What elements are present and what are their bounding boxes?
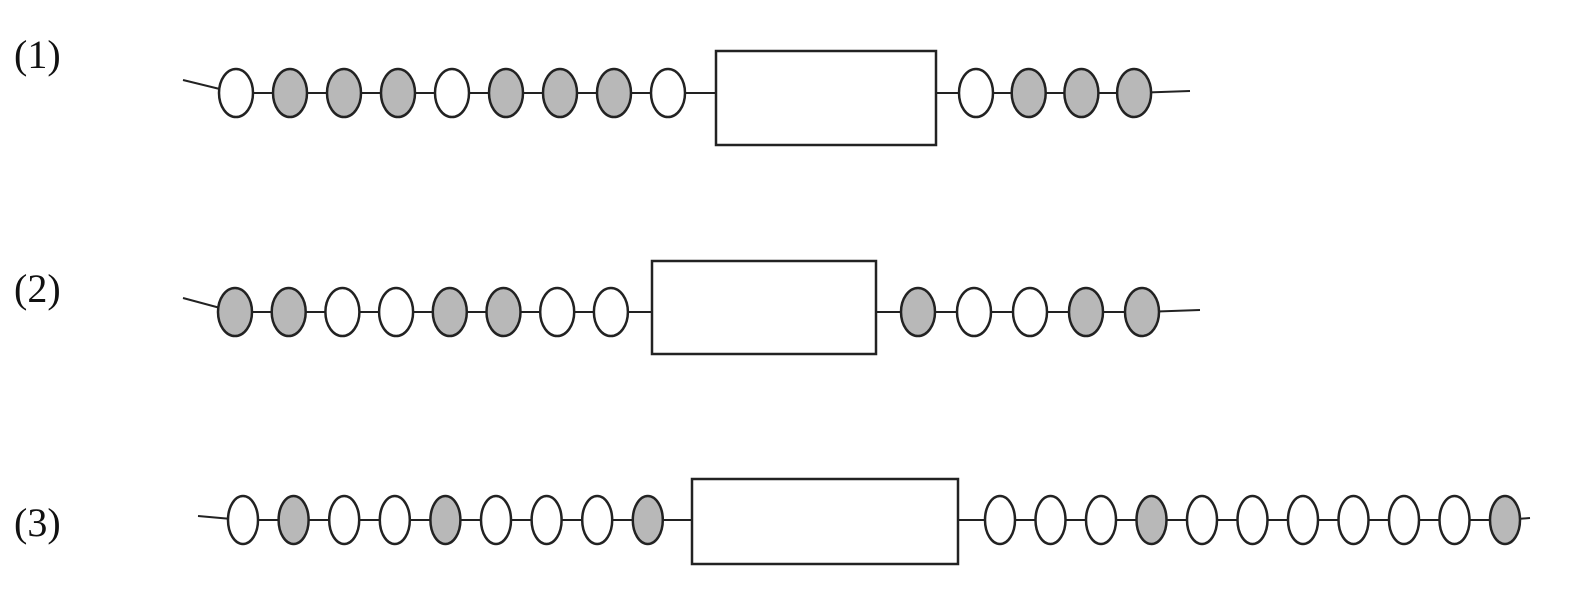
left-bead-gray (485, 286, 522, 338)
left-bead-white (378, 494, 412, 546)
left-bead-white (433, 67, 471, 119)
right-bead-gray (1488, 494, 1522, 546)
row-label-1: (1) (14, 32, 61, 77)
left-bead-white (377, 286, 415, 338)
right-bead-white (1034, 494, 1067, 546)
left-bead-gray (429, 494, 462, 546)
left-bead-gray (277, 494, 310, 546)
left-bead-white (226, 494, 260, 546)
left-bead-gray (541, 67, 579, 119)
center-block (650, 259, 878, 356)
left-bead-white (327, 494, 361, 546)
right-bead-white (1084, 494, 1118, 546)
left-bead-white (217, 67, 255, 119)
left-bead-white (649, 67, 687, 119)
right-bead-gray (1010, 67, 1047, 119)
left-bead-white (530, 494, 563, 546)
left-bead-gray (431, 286, 469, 338)
left-bead-white (479, 494, 513, 546)
row-label-2: (2) (14, 266, 61, 311)
right-bead-gray (1123, 286, 1161, 338)
row-label-3: (3) (14, 500, 61, 545)
right-bead-white (1286, 494, 1320, 546)
right-bead-white (1236, 494, 1269, 546)
right-bead-gray (1135, 494, 1168, 546)
right-bead-white (983, 494, 1017, 546)
right-bead-white (1011, 286, 1049, 338)
left-bead-white (580, 494, 614, 546)
left-bead-gray (379, 67, 417, 119)
left-bead-white (592, 286, 630, 338)
left-bead-gray (271, 67, 309, 119)
right-bead-gray (1067, 286, 1105, 338)
right-bead-gray (899, 286, 937, 338)
left-bead-gray (270, 286, 307, 338)
left-bead-gray (216, 286, 254, 338)
right-bead-white (1438, 494, 1471, 546)
right-bead-gray (1063, 67, 1100, 119)
center-block (714, 49, 938, 147)
center-block (690, 477, 960, 566)
left-bead-white (324, 286, 361, 338)
left-bead-white (538, 286, 576, 338)
right-bead-white (1337, 494, 1370, 546)
right-bead-white (957, 67, 995, 119)
left-bead-gray (595, 67, 633, 119)
right-bead-white (955, 286, 993, 338)
left-bead-gray (487, 67, 525, 119)
left-bead-gray (631, 494, 665, 546)
right-bead-white (1387, 494, 1421, 546)
left-bead-gray (325, 67, 363, 119)
right-bead-gray (1115, 67, 1153, 119)
right-bead-white (1185, 494, 1219, 546)
